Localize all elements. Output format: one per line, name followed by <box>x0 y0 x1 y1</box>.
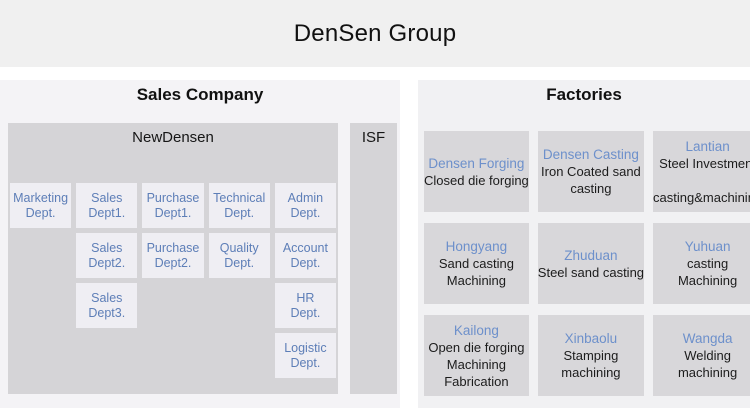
factory-desc: Steel sand casting <box>537 264 645 280</box>
dept-label-line2: Dept. <box>224 205 255 220</box>
dept-label-line2: Dept. <box>224 255 255 270</box>
factory-grid: Densen Forging Closed die forging Densen… <box>424 131 750 396</box>
factory-desc: machining <box>677 365 738 380</box>
dept-admin: Admin Dept. <box>274 183 336 228</box>
factory-desc: Welding <box>684 348 731 363</box>
dept-label-line2: Dept. <box>25 205 56 220</box>
dept-label-line1: Logistic <box>284 340 327 355</box>
factory-desc: Stamping <box>563 348 619 363</box>
title-band: DenSen Group <box>0 0 750 67</box>
dept-sales3: Sales Dept3. <box>76 283 138 328</box>
newdensen-group-box: NewDensen Marketing Dept. Sales Dept1. P… <box>8 123 338 394</box>
factory-name: Wangda <box>682 331 733 346</box>
dept-grid-spacer <box>209 283 270 328</box>
dept-hr: HR Dept. <box>274 283 336 328</box>
factory-desc: casting <box>570 181 612 196</box>
dept-label-line2: Dept. <box>290 305 321 320</box>
factory-name: Xinbaolu <box>564 331 618 346</box>
dept-marketing: Marketing Dept. <box>10 183 72 228</box>
dept-logistic: Logistic Dept. <box>274 333 336 378</box>
dept-quality: Quality Dept. <box>208 233 270 278</box>
factory-desc: Machining <box>446 356 507 372</box>
factory-densen-forging: Densen Forging Closed die forging <box>424 131 529 212</box>
dept-label-line2: Dept. <box>290 355 321 370</box>
factory-xinbaolu: Xinbaolu Stamping machining <box>537 315 645 396</box>
dept-grid-spacer <box>209 333 270 378</box>
dept-label-line2: Dept1. <box>88 205 126 220</box>
factory-desc: Open die forging <box>428 339 525 355</box>
dept-label-line1: Account <box>282 240 328 255</box>
dept-sales1: Sales Dept1. <box>76 183 138 228</box>
factory-kailong: Kailong Open die forging Machining Fabri… <box>424 315 529 396</box>
dept-technical: Technical Dept. <box>208 183 270 228</box>
factory-desc: machining <box>561 365 621 380</box>
factories-panel: Factories Densen Forging Closed die forg… <box>418 80 750 408</box>
factory-name: Densen Forging <box>428 155 525 171</box>
sales-company-header: Sales Company <box>136 85 264 104</box>
factory-name: Yuhuan <box>684 239 731 254</box>
newdensen-label: NewDensen <box>132 129 214 146</box>
dept-label-line1: HR <box>296 290 315 305</box>
isf-label: ISF <box>361 129 386 146</box>
dept-grid-spacer <box>142 283 203 328</box>
factory-name: Kailong <box>453 322 499 338</box>
factory-desc: Machining <box>446 273 507 288</box>
factory-desc: Iron Coated sand <box>541 164 641 179</box>
factory-desc: Sand casting <box>438 256 514 271</box>
dept-label-line2: Dept2. <box>154 255 192 270</box>
factory-zhuduan: Zhuduan Steel sand casting <box>537 223 645 304</box>
dept-label-line1: Purchase <box>146 190 200 205</box>
dept-grid-spacer <box>10 333 71 378</box>
factory-yuhuan: Yuhuan casting Machining <box>653 223 750 304</box>
dept-label-line1: Sales <box>91 290 123 305</box>
isf-box: ISF <box>350 123 397 394</box>
factory-desc: casting&machining <box>653 189 750 205</box>
dept-label-line1: Technical <box>213 190 266 205</box>
dept-label-line2: Dept. <box>290 255 321 270</box>
dept-label-line2: Dept3. <box>88 305 126 320</box>
dept-grid-spacer <box>142 333 203 378</box>
dept-label-line2: Dept. <box>290 205 321 220</box>
dept-label-line1: Sales <box>91 240 123 255</box>
sales-company-panel: Sales Company NewDensen Marketing Dept. … <box>0 80 400 408</box>
factory-lantian: Lantian Steel Investment casting&machini… <box>653 131 750 212</box>
department-grid: Marketing Dept. Sales Dept1. Purchase De… <box>10 183 336 378</box>
dept-account: Account Dept. <box>274 233 336 278</box>
dept-label-line1: Quality <box>219 240 259 255</box>
factory-name: Zhuduan <box>564 247 618 263</box>
dept-purchase1: Purchase Dept1. <box>142 183 204 228</box>
factory-name: Densen Casting <box>542 147 639 162</box>
factories-header: Factories <box>546 85 622 104</box>
dept-label-line2: Dept2. <box>88 255 126 270</box>
factory-hongyang: Hongyang Sand casting Machining <box>424 223 529 304</box>
factory-wangda: Wangda Welding machining <box>653 315 750 396</box>
dept-sales2: Sales Dept2. <box>76 233 138 278</box>
factory-desc: Closed die forging <box>424 172 529 188</box>
dept-purchase2: Purchase Dept2. <box>142 233 204 278</box>
dept-grid-spacer <box>10 283 71 328</box>
factory-name: Lantian <box>685 138 730 154</box>
dept-grid-spacer <box>10 233 71 278</box>
dept-label-line2: Dept1. <box>154 205 192 220</box>
factory-desc: casting <box>686 256 729 271</box>
factory-densen-casting: Densen Casting Iron Coated sand casting <box>537 131 645 212</box>
factory-desc: Steel Investment <box>659 155 750 171</box>
dept-grid-spacer <box>76 333 137 378</box>
dept-label-line1: Purchase <box>146 240 200 255</box>
dept-label-line1: Admin <box>287 190 324 205</box>
factory-name: Hongyang <box>445 239 508 254</box>
dept-label-line1: Marketing <box>13 190 69 205</box>
page-title: DenSen Group <box>293 19 457 47</box>
factory-desc: Machining <box>677 273 738 288</box>
factory-desc: Fabrication <box>444 373 509 389</box>
dept-label-line1: Sales <box>91 190 123 205</box>
